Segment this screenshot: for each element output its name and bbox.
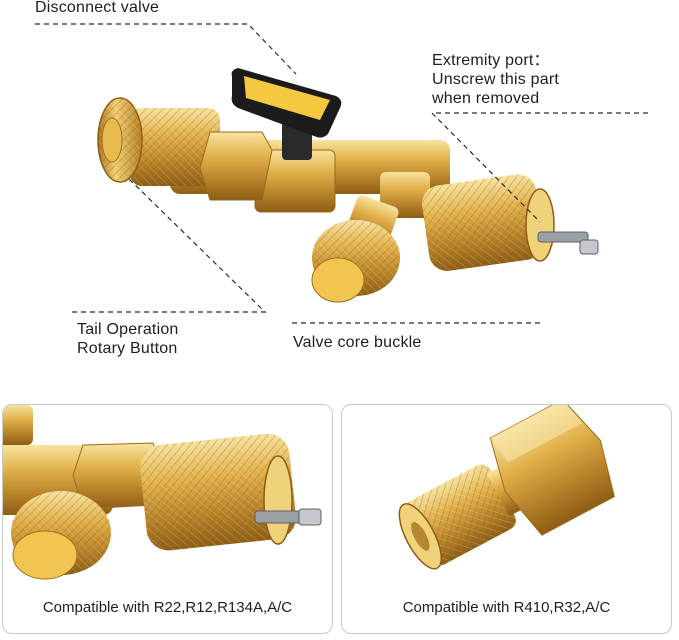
label-valve-core-buckle: Valve core buckle bbox=[293, 334, 422, 351]
side-cap bbox=[311, 195, 400, 303]
extremity-port-nut bbox=[380, 172, 599, 271]
valve-core-remover-illustration bbox=[35, 23, 648, 324]
leader-tail-operation bbox=[72, 177, 267, 313]
label-disconnect-valve: Disconnect valve bbox=[35, 0, 160, 16]
leader-disconnect-valve bbox=[35, 23, 297, 75]
close-up-valve-image bbox=[3, 405, 322, 580]
compatibility-card-right: Compatible with R410,R32,A/C bbox=[341, 404, 672, 634]
hex-fitting bbox=[199, 131, 273, 201]
caption-left: Compatible with R22,R12,R134A,A/C bbox=[42, 599, 293, 616]
leader-lines bbox=[35, 23, 648, 324]
leader-extremity-port bbox=[430, 112, 648, 223]
disconnect-valve-handle bbox=[231, 68, 342, 160]
adapter-fitting-image bbox=[398, 405, 615, 570]
tail-rotary-knob bbox=[97, 97, 220, 186]
label-extremity-port: Extremity port： Unscrew this part when r… bbox=[432, 52, 559, 107]
compatibility-card-left: Compatible with R22,R12,R134A,A/C bbox=[2, 404, 333, 634]
label-tail-operation: Tail Operation Rotary Button bbox=[77, 321, 179, 357]
caption-right: Compatible with R410,R32,A/C bbox=[402, 599, 611, 616]
